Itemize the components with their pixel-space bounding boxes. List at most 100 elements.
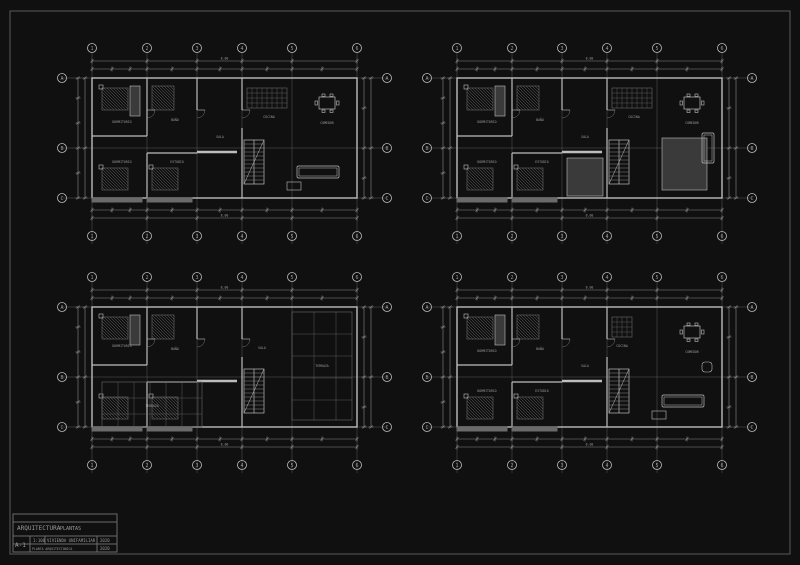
axis-label: 3 [195, 275, 198, 281]
outer-wall [91, 306, 358, 428]
axis-label: 6 [355, 463, 358, 469]
axis-bubble-bottom: 4 [602, 231, 612, 241]
chair [694, 109, 699, 113]
dimension-column [726, 76, 732, 200]
axis-circle [352, 231, 362, 241]
hatch-line [151, 177, 165, 191]
dim-slash [475, 208, 479, 212]
dim-slash [510, 437, 514, 441]
dim-slash [320, 67, 324, 71]
hatch-border [466, 167, 494, 191]
hatch-line [118, 396, 129, 407]
hatch-line [530, 396, 544, 410]
hatch-line [516, 180, 527, 191]
axis-bubble-top: 1 [452, 43, 462, 53]
dim-slash [218, 67, 222, 71]
hatch-line [521, 396, 544, 419]
hatch-line [101, 400, 121, 420]
sofa [701, 132, 715, 164]
dim-slash [90, 216, 94, 220]
dim-slash [734, 196, 738, 200]
door-swing [511, 338, 521, 348]
dimension-row [90, 66, 359, 72]
dim-text: 8.00 [221, 214, 229, 218]
nightstand [463, 393, 469, 399]
hatch-line [151, 91, 171, 111]
dim-slash [630, 437, 634, 441]
axis-bubble-bottom: 1 [452, 460, 462, 470]
hatch-line [525, 85, 540, 100]
hatch [516, 167, 544, 191]
axis-label: 2 [510, 234, 513, 240]
dining-table [679, 93, 705, 113]
axis-circle [382, 143, 392, 153]
hatch-line [466, 97, 480, 111]
door-arc [606, 338, 616, 348]
title-block: ARQUITECTURA PLANTAS A-1 1:100 VIVIENDA … [12, 513, 118, 553]
dim-slash [83, 146, 87, 150]
hatch-line [168, 167, 179, 178]
project-name: VIVIENDA UNIFAMILIAR [47, 538, 96, 543]
hatch-line [466, 91, 486, 111]
axis-circle [557, 460, 567, 470]
dim-slash [128, 208, 132, 212]
hatch-line [524, 167, 544, 187]
room-label: SALA [581, 364, 589, 368]
dim-slash [195, 208, 199, 212]
axis-circle [87, 272, 97, 282]
hatch-line [516, 186, 521, 191]
dim-slash [218, 437, 222, 441]
facade-band [456, 197, 508, 203]
hatch-line [516, 174, 533, 191]
axis-circle [747, 73, 757, 83]
dim-slash [369, 196, 373, 200]
hatch-line [109, 167, 129, 187]
axis-bubble-left: B [422, 143, 432, 153]
axis-bubble-bottom: 1 [452, 231, 462, 241]
axis-label: 4 [240, 463, 243, 469]
axis-label: C [60, 425, 63, 431]
hatch-line [172, 314, 175, 317]
dimension-row [90, 295, 359, 301]
chair [329, 109, 334, 113]
door-arc [146, 338, 156, 348]
door-arc [146, 109, 156, 119]
dimension-column [726, 305, 732, 429]
hatch-line [151, 403, 168, 420]
hatch-line [516, 320, 536, 340]
hatch-line [516, 332, 524, 340]
axis-circle [57, 73, 67, 83]
facade-band [456, 426, 508, 432]
axis-circle [422, 372, 432, 382]
dim-slash [448, 425, 452, 429]
dim-slash [441, 146, 445, 150]
hatch [151, 314, 175, 340]
hatch-line [516, 183, 524, 191]
dim-slash [720, 437, 724, 441]
axis-circle [287, 460, 297, 470]
hatch-line [516, 106, 521, 111]
dim-slash [362, 196, 366, 200]
hatch-line [106, 87, 129, 110]
hatch-line [101, 329, 112, 340]
chair [314, 100, 318, 106]
dim-slash [362, 405, 366, 409]
hatch-line [539, 167, 544, 172]
hatch-line [480, 167, 494, 181]
hatch-line [486, 87, 494, 95]
axis-label: 2 [145, 275, 148, 281]
room-label: BAÑO [171, 117, 179, 122]
hatch-line [101, 406, 115, 420]
hatch-line [163, 85, 175, 97]
hatch-line [474, 396, 494, 416]
axis-bubble-right: A [747, 73, 757, 83]
dim-slash [355, 59, 359, 63]
dim-slash [90, 67, 94, 71]
dim-slash [560, 437, 564, 441]
dim-slash [369, 425, 373, 429]
hatch-line [101, 97, 115, 111]
dim-slash [265, 208, 269, 212]
dim-slash [560, 288, 564, 292]
door-arc [196, 109, 206, 119]
